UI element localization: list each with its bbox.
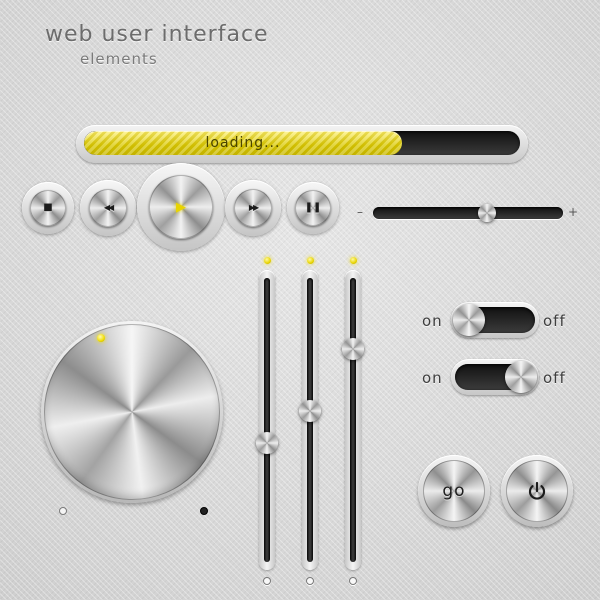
toggle-2[interactable] [451,359,539,395]
volume-slider-track[interactable] [373,207,563,219]
toggle-1[interactable] [451,302,539,338]
volume-plus-label: + [568,205,579,219]
slider-3-base-dot [349,577,357,585]
progress-bar [84,131,520,155]
stop-button[interactable]: ■ [30,190,66,226]
rotary-knob-max-dot [200,507,208,515]
rotary-knob[interactable] [44,324,220,500]
slider-3-indicator-led [350,257,357,264]
progress-label: loading... [205,135,281,151]
play-button[interactable]: ▶ [149,175,213,239]
rewind-icon: ◀◀ [103,203,114,212]
pause-button[interactable]: ❚❚ [295,190,331,226]
rewind-button[interactable]: ◀◀ [89,189,127,227]
page-subtitle: elements [80,50,158,68]
fast-forward-button[interactable]: ▶▶ [234,189,272,227]
fast-forward-icon: ▶▶ [248,203,259,212]
pause-icon: ❚❚ [304,202,322,213]
power-button[interactable] [506,460,568,522]
toggle-2-knob[interactable] [505,361,537,393]
toggle-1-off-label: off [543,312,566,330]
toggle-1-knob[interactable] [453,304,485,336]
slider-3-track[interactable] [350,278,356,562]
stop-icon: ■ [43,202,53,213]
toggle-2-off-label: off [543,369,566,387]
slider-2-base-dot [306,577,314,585]
slider-2-indicator-led [307,257,314,264]
toggle-2-on-label: on [422,369,443,387]
slider-1-thumb[interactable] [256,432,278,454]
toggle-1-on-label: on [422,312,443,330]
go-button[interactable]: go [423,460,485,522]
go-button-label: go [442,481,466,501]
volume-slider-thumb[interactable] [478,204,496,222]
rotary-knob-indicator-led [97,334,105,342]
progress-bar-fill [84,131,402,155]
slider-2-thumb[interactable] [299,400,321,422]
slider-1-track[interactable] [264,278,270,562]
slider-3-thumb[interactable] [342,338,364,360]
power-icon [528,481,546,500]
page-title: web user interface [45,22,269,47]
rotary-knob-min-dot [59,507,67,515]
slider-1-indicator-led [264,257,271,264]
slider-1-base-dot [263,577,271,585]
play-icon: ▶ [176,199,186,215]
volume-minus-label: – [357,205,363,219]
